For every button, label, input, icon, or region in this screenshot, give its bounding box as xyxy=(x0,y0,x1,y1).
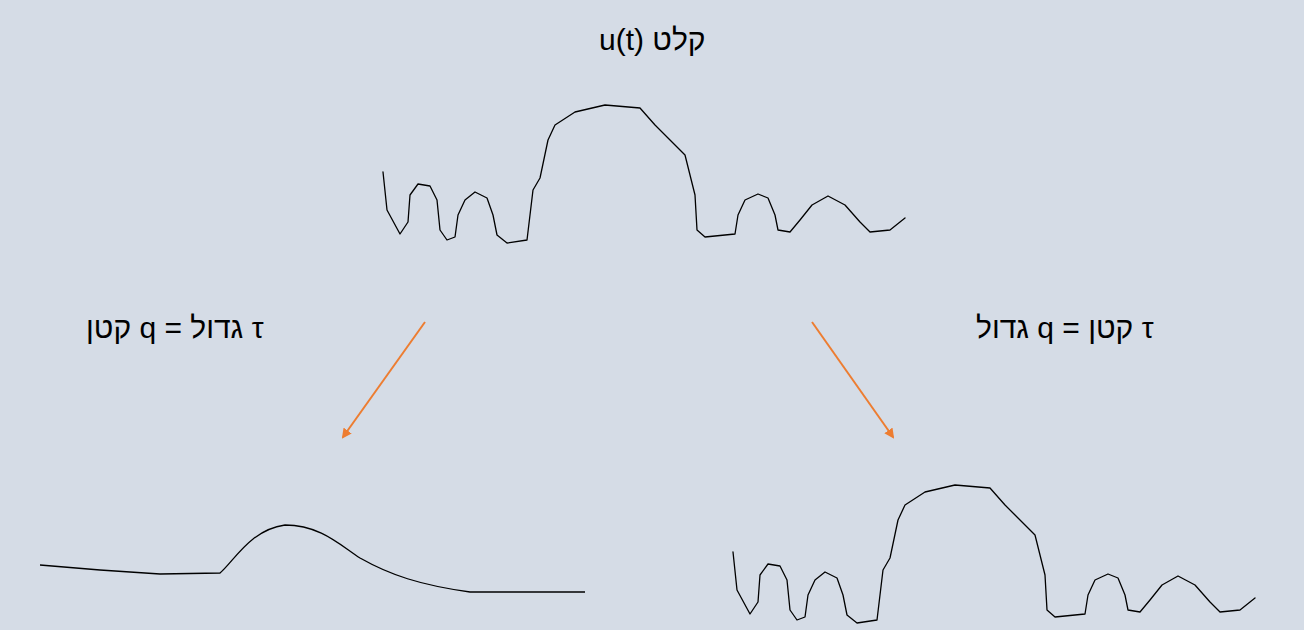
input-signal xyxy=(383,105,905,243)
output-signal-smooth xyxy=(40,525,585,592)
condition-label: τ קטן = q גדול xyxy=(976,310,1154,346)
condition-label: τ גדול = q קטן xyxy=(86,310,264,346)
arrow xyxy=(812,322,893,437)
input-title: קלט u(t) xyxy=(599,22,706,58)
arrow xyxy=(343,322,425,437)
output-signal-fast xyxy=(733,485,1255,623)
